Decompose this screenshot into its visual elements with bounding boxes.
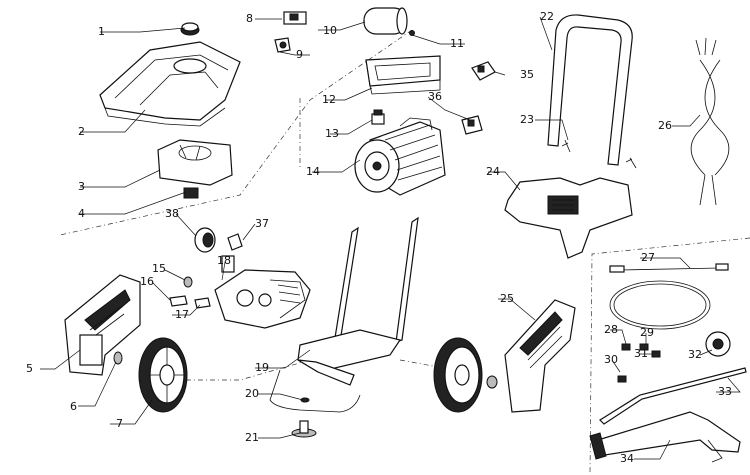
callout-26: 26: [658, 119, 672, 132]
part-11-screw: [409, 30, 415, 36]
guide-line-axle: [399, 359, 456, 371]
part-1-cap: [180, 22, 200, 36]
part-30-nozzle: [617, 375, 627, 383]
callout-33: 33: [718, 385, 732, 398]
part-32-adapter: [705, 331, 731, 357]
part-12-terminal-box: [365, 55, 441, 95]
part-6-cap: [113, 351, 123, 365]
part-5-side-panel: [64, 274, 141, 376]
part-22-handle: [547, 14, 633, 166]
callout-22: 22: [540, 10, 554, 23]
callout-3: 3: [78, 180, 85, 193]
part-25-side-panel: [504, 299, 576, 413]
callout-20: 20: [245, 387, 259, 400]
part-23-pins: [561, 139, 637, 169]
part-38-gauge: [194, 227, 216, 253]
callout-30: 30: [604, 353, 618, 366]
callout-27: 27: [641, 251, 655, 264]
accessory-group-border: [589, 237, 750, 475]
part-14-motor: [354, 117, 446, 196]
part-20-bumper: [300, 397, 310, 403]
callout-31: 31: [634, 347, 648, 360]
callout-1: 1: [98, 25, 105, 38]
callout-11: 11: [450, 37, 464, 50]
part-3-housing: [157, 139, 233, 186]
callout-23: 23: [520, 113, 534, 126]
callout-28: 28: [604, 323, 618, 336]
part-35-connector: [471, 61, 496, 81]
callout-29: 29: [640, 326, 654, 339]
part-37-fitting: [227, 233, 243, 251]
wheel-right: [433, 337, 498, 413]
part-17-fitting: [194, 297, 211, 309]
part-31-nozzle: [651, 350, 661, 358]
callout-18: 18: [217, 254, 231, 267]
part-34-spray-gun: [589, 411, 741, 463]
part-21-foot: [291, 420, 317, 438]
callout-34: 34: [620, 452, 634, 465]
callout-13: 13: [325, 127, 339, 140]
part-10-capacitor: [363, 7, 408, 35]
callout-4: 4: [78, 207, 85, 220]
callout-10: 10: [323, 24, 337, 37]
part-19-frame: [269, 216, 419, 413]
part-36-connector: [461, 115, 483, 135]
callout-12: 12: [322, 93, 336, 106]
part-33-lance: [599, 367, 747, 425]
callout-21: 21: [245, 431, 259, 444]
callout-24: 24: [486, 165, 500, 178]
callout-8: 8: [246, 12, 253, 25]
callout-32: 32: [688, 348, 702, 361]
part-29-nozzle: [639, 343, 649, 351]
callout-5: 5: [26, 362, 33, 375]
callout-7: 7: [116, 417, 123, 430]
callout-9: 9: [296, 48, 303, 61]
callout-25: 25: [500, 292, 514, 305]
part-26-cable-tie: [690, 37, 730, 206]
callout-17: 17: [175, 308, 189, 321]
part-13-fitting: [371, 109, 385, 125]
part-9-component: [274, 37, 291, 53]
leader-lines: [40, 16, 741, 460]
callout-19: 19: [255, 361, 269, 374]
part-28-nozzle: [621, 343, 631, 351]
callout-36: 36: [428, 90, 442, 103]
callout-38: 38: [165, 207, 179, 220]
part-16-fitting: [169, 295, 188, 307]
part-4-switch: [183, 187, 199, 199]
part-8-component: [283, 11, 307, 25]
part-24-holder: [504, 177, 633, 259]
part-27-hose: [609, 263, 729, 330]
callout-14: 14: [306, 165, 320, 178]
part-18-pump: [214, 255, 311, 329]
callout-16: 16: [140, 275, 154, 288]
part-15-fitting: [183, 276, 193, 288]
callout-35: 35: [520, 68, 534, 81]
callout-15: 15: [152, 262, 166, 275]
callout-6: 6: [70, 400, 77, 413]
part-7-wheel: [138, 337, 188, 413]
callout-2: 2: [78, 125, 85, 138]
guide-line-upper: [59, 29, 413, 236]
callout-37: 37: [255, 217, 269, 230]
part-2-top-cover: [99, 41, 241, 127]
